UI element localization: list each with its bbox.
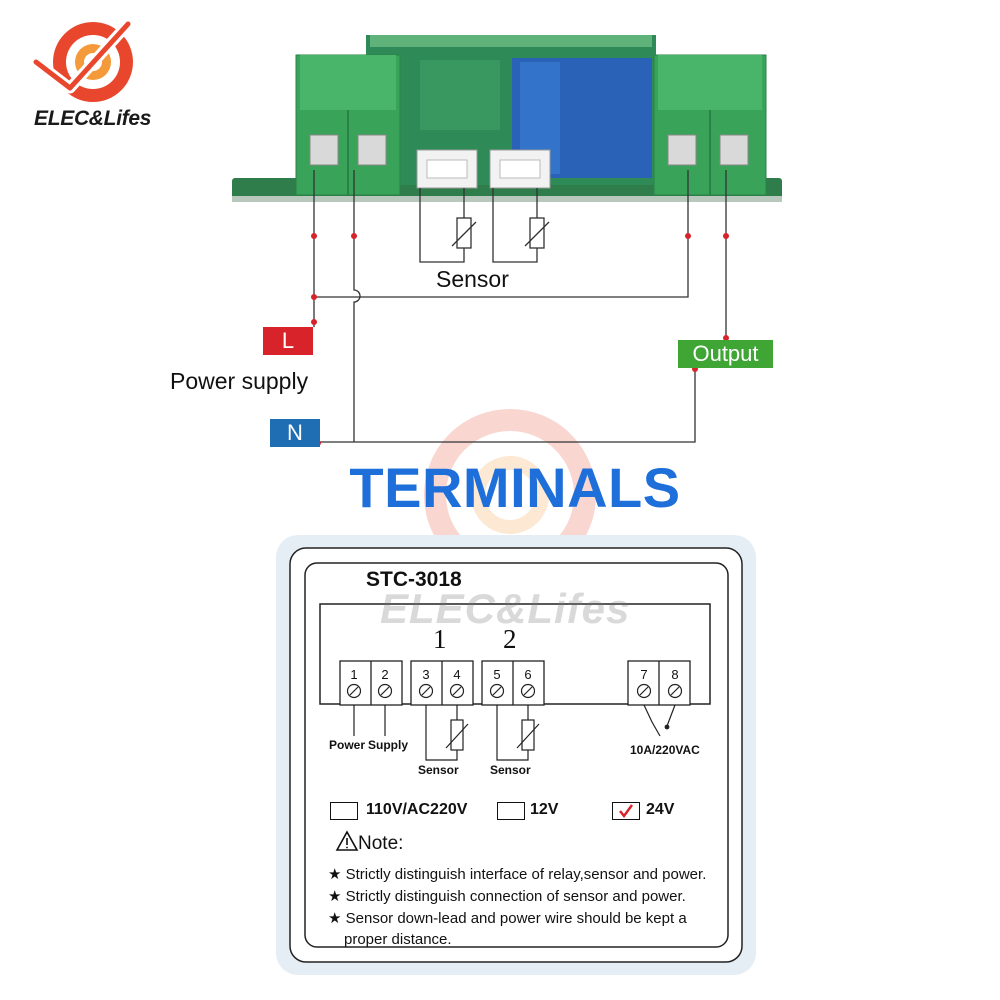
voltage-checkbox-12v — [497, 802, 525, 820]
neutral-tag: N — [270, 419, 320, 447]
section-title: TERMINALS — [349, 456, 681, 519]
sensor-connector-2 — [489, 149, 551, 189]
terminal-number: 3 — [422, 667, 430, 682]
power-label: Power — [329, 738, 366, 752]
voltage-checkbox-24v — [612, 802, 640, 820]
brand-name: ELEC&Lifes — [34, 107, 152, 130]
terminal-block-left — [295, 54, 401, 196]
check-icon — [619, 804, 634, 819]
panel-terminal-boxes — [339, 660, 691, 706]
panel-model: STC-3018 — [366, 568, 462, 591]
watermark-text: ELEC&Lifes — [380, 585, 631, 632]
terminal-number: 8 — [671, 667, 679, 682]
terminal-number: 7 — [640, 667, 648, 682]
sensor1-label: Sensor — [418, 763, 459, 777]
power-output-wiring — [313, 170, 727, 443]
voltage-option-label: 12V — [530, 801, 559, 818]
supply-label: Supply — [368, 738, 409, 752]
terminal-number: 6 — [524, 667, 532, 682]
voltage-checkbox-110v — [330, 802, 358, 820]
note-line: ★ Strictly distinguish interface of rela… — [328, 866, 707, 883]
warning-icon — [335, 830, 359, 851]
terminal-panel-frame — [276, 535, 756, 975]
sensor2-label: Sensor — [490, 763, 531, 777]
relay-rating-label: 10A/220VAC — [630, 743, 700, 757]
panel-leads — [353, 704, 676, 761]
brand-logo-icon — [30, 18, 134, 102]
power-supply-label: Power supply — [170, 368, 309, 394]
terminal-number: 2 — [381, 667, 389, 682]
star-icon: ★ — [328, 910, 346, 927]
terminal-block-right — [653, 54, 767, 196]
group-label-2: 2 — [503, 624, 517, 654]
terminal-screw-icons — [346, 683, 683, 699]
sensor-wiring — [419, 188, 550, 263]
sensor-connector-1 — [416, 149, 478, 189]
note-title: Note: — [358, 833, 404, 854]
group-label-1: 1 — [433, 624, 447, 654]
note-line: proper distance. — [344, 931, 452, 948]
star-icon: ★ — [328, 888, 346, 905]
live-tag: L — [263, 327, 313, 355]
terminal-number: 4 — [453, 667, 461, 682]
voltage-option-label: 24V — [646, 801, 675, 818]
sensor-label: Sensor — [436, 266, 509, 292]
terminal-number: 5 — [493, 667, 501, 682]
voltage-option-label: 110V/AC220V — [366, 801, 468, 818]
terminal-number: 1 — [350, 667, 358, 682]
star-icon: ★ — [328, 866, 346, 883]
note-line: ★ Strictly distinguish connection of sen… — [328, 888, 686, 905]
note-line: ★ Sensor down-lead and power wire should… — [328, 910, 687, 927]
output-tag: Output — [678, 340, 773, 368]
